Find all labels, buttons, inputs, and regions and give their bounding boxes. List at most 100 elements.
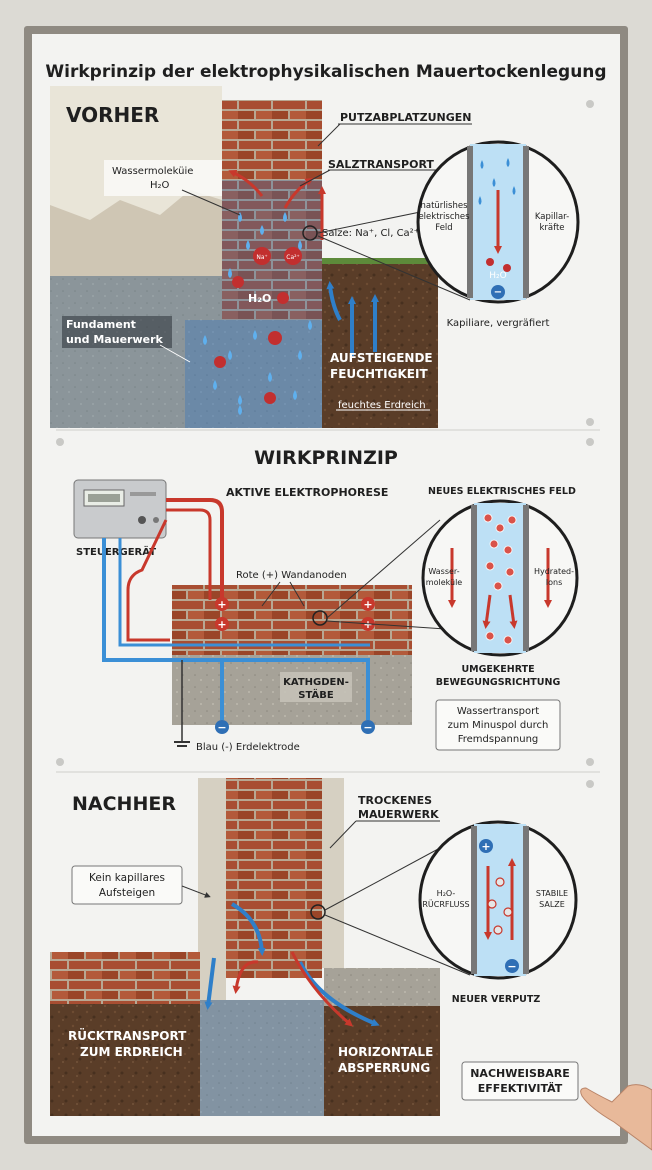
circle-rueck-1: H₂O- bbox=[437, 889, 456, 898]
steuergeraet-device bbox=[73, 479, 167, 539]
label-kathoden-1: KATHGDEN- bbox=[283, 677, 349, 688]
transport-note-1: Wassertransport bbox=[457, 706, 539, 717]
label-wassermolekuele-1: Wassermoleküie bbox=[112, 166, 193, 177]
label-rote-anoden: Rote (+) Wandanoden bbox=[236, 570, 347, 581]
transport-note-2: zum Minuspol durch bbox=[448, 720, 549, 731]
svg-text:−: − bbox=[507, 960, 516, 973]
label-horiz-2: ABSPERRUNG bbox=[338, 1061, 430, 1075]
salt-transport-arrow-left bbox=[228, 169, 264, 197]
circle-hydrated-1: Hydrated- bbox=[534, 567, 574, 576]
vorher-h2o-label: H₂O bbox=[248, 292, 271, 305]
cathode-minus-1: − bbox=[215, 720, 229, 734]
label-salze: Salze: Na⁺, Cl, Ca²⁺ bbox=[322, 228, 419, 239]
circle-wasser-1: Wasser- bbox=[428, 567, 459, 576]
label-kapillare: Kapiliare, vergräfiert bbox=[447, 318, 550, 329]
nachher-concrete-right bbox=[324, 968, 440, 1006]
nachher-plaster-right bbox=[322, 778, 344, 968]
nachher-brick-ledge bbox=[50, 952, 200, 1004]
label-kein-1: Kein kapillares bbox=[89, 872, 165, 884]
vorher-soil bbox=[322, 262, 438, 428]
label-nachweis-2: EFFEKTIVITÄT bbox=[478, 1081, 563, 1095]
cable-red-loop bbox=[126, 519, 170, 642]
pointing-hand bbox=[580, 1084, 652, 1151]
cathode-minus-2: − bbox=[361, 720, 375, 734]
label-fundament-1: Fundament bbox=[66, 318, 136, 331]
svg-text:+: + bbox=[363, 618, 372, 631]
wirk-capillary-magnifier: Wasser- moleküle Hydrated- Ions bbox=[421, 499, 579, 657]
label-feuchtes-erdreich: feuchtes Erdreich bbox=[338, 400, 426, 411]
circle-kapillar-2: kräfte bbox=[539, 223, 564, 233]
svg-text:Na⁺: Na⁺ bbox=[256, 254, 267, 261]
label-steuergeraet: STEUERGERÄT bbox=[76, 544, 156, 558]
return-arrow-3 bbox=[298, 961, 380, 1027]
label-kathoden-2: STÄBE bbox=[298, 687, 334, 701]
cable-red-2 bbox=[166, 508, 212, 600]
svg-text:Ca²⁺: Ca²⁺ bbox=[286, 254, 299, 261]
anode-plus-1: + bbox=[215, 597, 229, 611]
label-rueck-2: ZUM ERDREICH bbox=[80, 1045, 183, 1059]
nachher-heading: NACHHER bbox=[72, 793, 176, 815]
svg-text:+: + bbox=[363, 598, 372, 611]
moisture-arrow-3 bbox=[326, 281, 342, 321]
circle-stabile-1: STABILE bbox=[536, 889, 568, 898]
nachher-capillary-magnifier: + − H₂O- RÜCRFLUSS STABILE SALZE bbox=[418, 820, 578, 980]
return-arrow-1 bbox=[230, 902, 266, 956]
label-nachweis-1: NACHWEISBARE bbox=[470, 1067, 570, 1080]
vorher-salt-ions: Na⁺ Ca²⁺ bbox=[214, 247, 302, 404]
label-trockenes-2: MAUERWERK bbox=[358, 808, 439, 821]
transport-note-3: Fremdspannung bbox=[458, 734, 539, 745]
label-neuer-verputz: NEUER VERPUTZ bbox=[452, 994, 541, 1005]
anode-plus-2: + bbox=[215, 617, 229, 631]
vorher-heading: VORHER bbox=[66, 103, 159, 127]
label-neues-feld: NEUES ELEKTRISCHES FELD bbox=[428, 486, 576, 497]
nachweis-box bbox=[461, 1061, 579, 1101]
section-nachher: NACHHER TROCKENES MAUERWERK Kein kapilla… bbox=[50, 778, 652, 1151]
label-kein-2: Aufsteigen bbox=[99, 887, 155, 899]
label-umgekehrte-2: BEWEGUNGSRICHTUNG bbox=[436, 677, 561, 688]
svg-text:+: + bbox=[217, 618, 226, 631]
label-fundament-2: und Mauerwerk bbox=[66, 333, 163, 346]
label-wassermolekuele-2: H₂O bbox=[150, 180, 170, 191]
anode-plus-3: + bbox=[361, 597, 375, 611]
label-aktive-elektrophorese: AKTIVE ELEKTROPHORESE bbox=[226, 486, 388, 499]
label-umgekehrte-1: UMGEKEHRTE bbox=[461, 664, 534, 675]
poster-title: Wirkprinzip der elektrophysikalischen Ma… bbox=[45, 62, 606, 82]
cable-blue bbox=[102, 538, 370, 690]
nachher-soil-left bbox=[50, 1004, 200, 1116]
circle-hydrated-2: Ions bbox=[546, 578, 563, 587]
label-blau-erdelektrode: Blau (-) Erdelektrode bbox=[196, 742, 300, 753]
cable-red bbox=[166, 498, 224, 600]
circle-wasser-2: moleküle bbox=[426, 578, 463, 587]
circle-kapillar-1: Kapillar- bbox=[535, 212, 569, 222]
label-aufsteigende-2: FEUCHTIGKEIT bbox=[330, 367, 428, 381]
circle-rueck-2: RÜCRFLUSS bbox=[422, 899, 469, 909]
svg-text:−: − bbox=[217, 721, 226, 734]
transport-note-box bbox=[435, 699, 561, 751]
nachher-foundation bbox=[200, 1000, 324, 1116]
svg-text:+: + bbox=[217, 598, 226, 611]
svg-text:−: − bbox=[494, 287, 502, 298]
barrier-arrow-2 bbox=[290, 951, 354, 1027]
kein-kapillar-box bbox=[71, 865, 183, 905]
barrier-arrow-1 bbox=[232, 960, 259, 994]
circle-feld-1: natürlishes bbox=[420, 201, 468, 211]
section-vorher: Na⁺ Ca²⁺ H₂O VORHER PUTZABPLATZUNGEN SAL… bbox=[50, 86, 580, 428]
vorher-water-drops bbox=[203, 212, 312, 415]
nachher-brick-wall bbox=[226, 778, 322, 978]
label-putzabplatzungen: PUTZABPLATZUNGEN bbox=[340, 111, 471, 124]
label-aufsteigende-1: AUFSTEIGENDE bbox=[330, 351, 433, 365]
circle-feld-3: Feld bbox=[435, 223, 452, 233]
cable-blue-2 bbox=[118, 538, 370, 647]
svg-text:+: + bbox=[481, 840, 490, 853]
return-arrow-2 bbox=[204, 957, 216, 1010]
section-wirkprinzip: WIRKPRINZIP AKTIVE ELEKTROPHORESE NEUES … bbox=[73, 447, 579, 753]
label-horiz-1: HORIZONTALE bbox=[338, 1045, 433, 1059]
vorher-capillary-magnifier: − H₂O natürlishes elektrisches Feld Kapi… bbox=[416, 140, 580, 304]
label-rueck-1: RÜCKTRANSPORT bbox=[68, 1028, 187, 1043]
nachher-soil-right bbox=[324, 1006, 440, 1116]
circle-h2o: H₂O bbox=[489, 271, 506, 281]
label-trockenes-1: TROCKENES bbox=[358, 794, 432, 807]
label-salztransport: SALZTRANSPORT bbox=[328, 158, 434, 171]
svg-text:−: − bbox=[363, 721, 372, 734]
